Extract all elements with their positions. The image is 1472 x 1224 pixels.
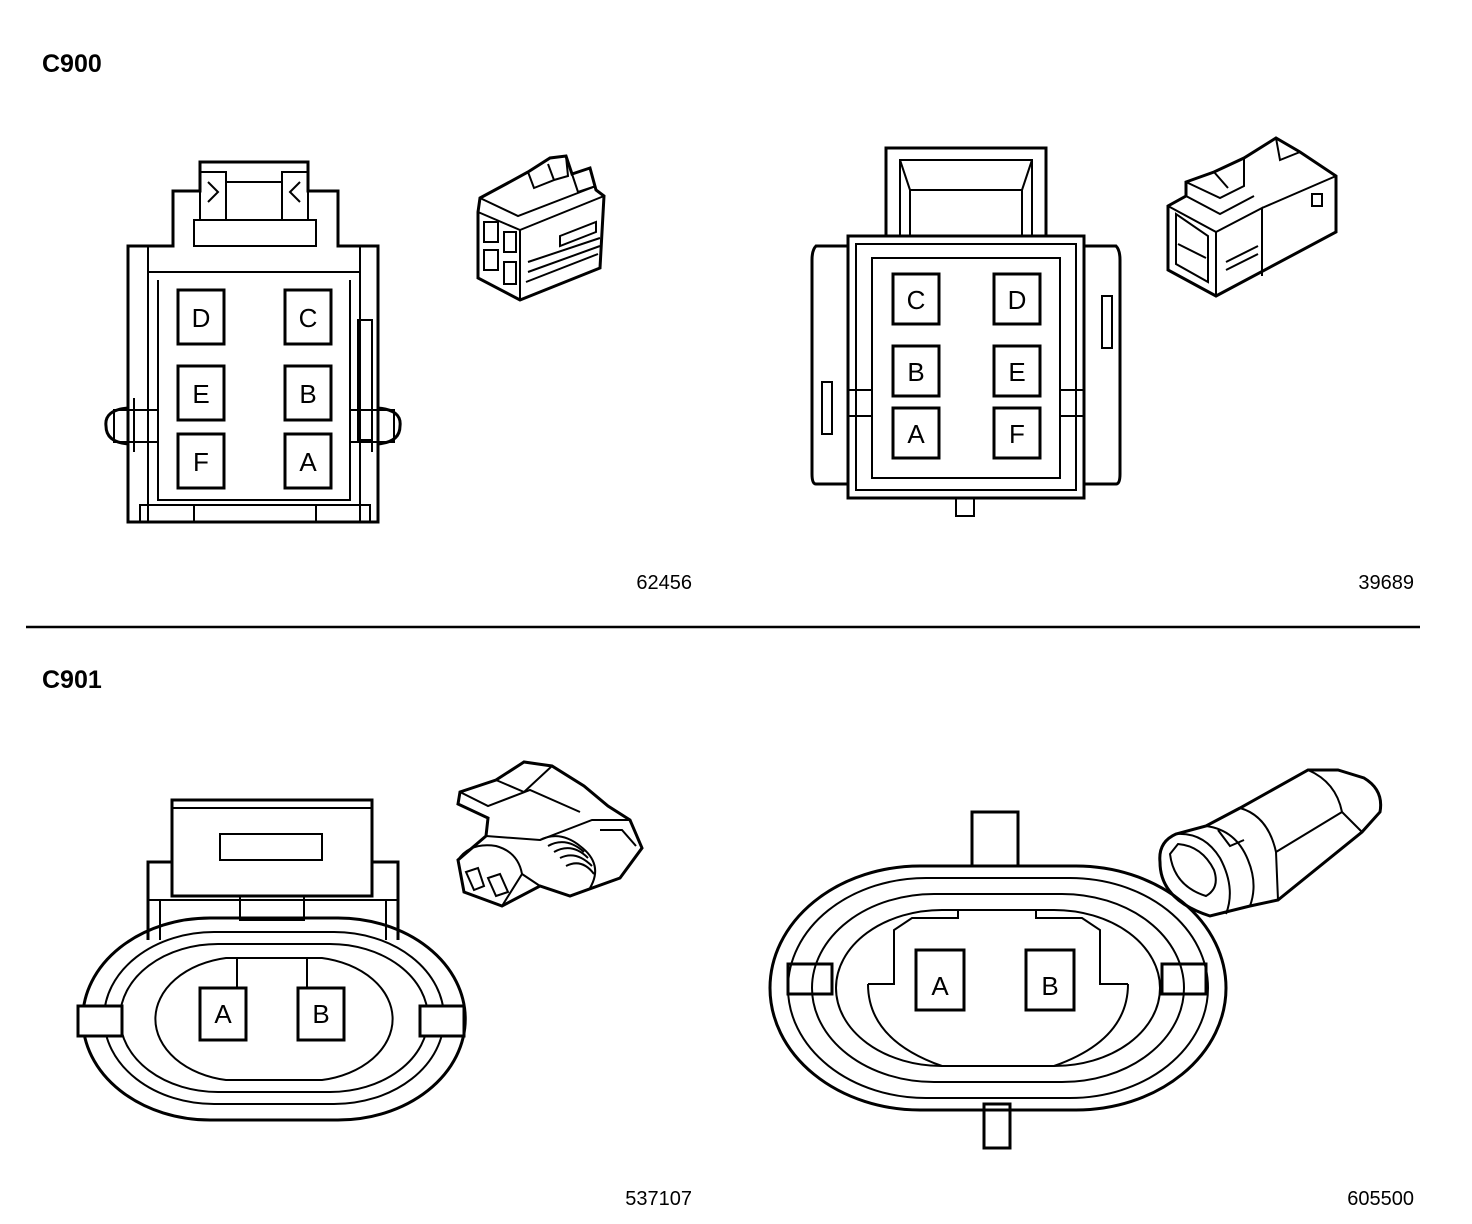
pin-label: A (907, 419, 925, 449)
pin-cavity-a: A (891, 406, 941, 460)
section-c900: C900 D (42, 50, 1414, 594)
part-number-39689: 39689 (1358, 572, 1414, 594)
part-number-537107: 537107 (625, 1188, 692, 1210)
connector-id-c900: C900 (42, 50, 102, 78)
pin-cavity-e: E (176, 364, 226, 422)
pin-cavity-b: B (1024, 948, 1076, 1012)
c901-face-537107: A B (76, 798, 467, 1122)
pin-cavity-e: E (992, 344, 1042, 398)
c900-iso-39689 (1166, 136, 1338, 298)
pin-cavity-c: C (891, 272, 941, 326)
pin-cavity-d: D (992, 272, 1042, 326)
pin-label: B (299, 379, 316, 409)
pin-cavity-a: A (914, 948, 966, 1012)
pin-label: A (299, 447, 317, 477)
c901-iso-605500 (1158, 768, 1383, 918)
pin-label: B (1041, 971, 1058, 1001)
c900-iso-62456 (476, 154, 606, 302)
pin-label: B (907, 357, 924, 387)
pin-cavity-f: F (992, 406, 1042, 460)
pin-cavity-d: D (176, 288, 226, 346)
pin-cavity-b: B (296, 986, 346, 1042)
c900-face-62456: D C E B F A (104, 160, 402, 524)
pin-label: D (192, 303, 211, 333)
connector-id-c901: C901 (42, 666, 102, 694)
pin-label: B (312, 999, 329, 1029)
pin-label: A (214, 999, 232, 1029)
pin-label: F (193, 447, 209, 477)
c901-iso-537107 (456, 760, 644, 908)
part-number-605500: 605500 (1347, 1188, 1414, 1210)
pin-label: A (931, 971, 949, 1001)
pin-label: D (1008, 285, 1027, 315)
part-number-62456: 62456 (636, 572, 692, 594)
pin-cavity-a: A (283, 432, 333, 490)
pin-cavity-b: B (891, 344, 941, 398)
pin-label: E (1008, 357, 1025, 387)
pin-cavity-c: C (283, 288, 333, 346)
pin-label: C (907, 285, 926, 315)
pin-label: C (299, 303, 318, 333)
section-c901: C901 A B (42, 666, 1414, 1210)
pin-label: F (1009, 419, 1025, 449)
pin-cavity-a: A (198, 986, 248, 1042)
c900-face-39689: C D B E A F (810, 146, 1122, 517)
pin-cavity-b: B (283, 364, 333, 422)
c901-face-605500: A B (768, 810, 1228, 1150)
pin-cavity-f: F (176, 432, 226, 490)
pin-label: E (192, 379, 209, 409)
